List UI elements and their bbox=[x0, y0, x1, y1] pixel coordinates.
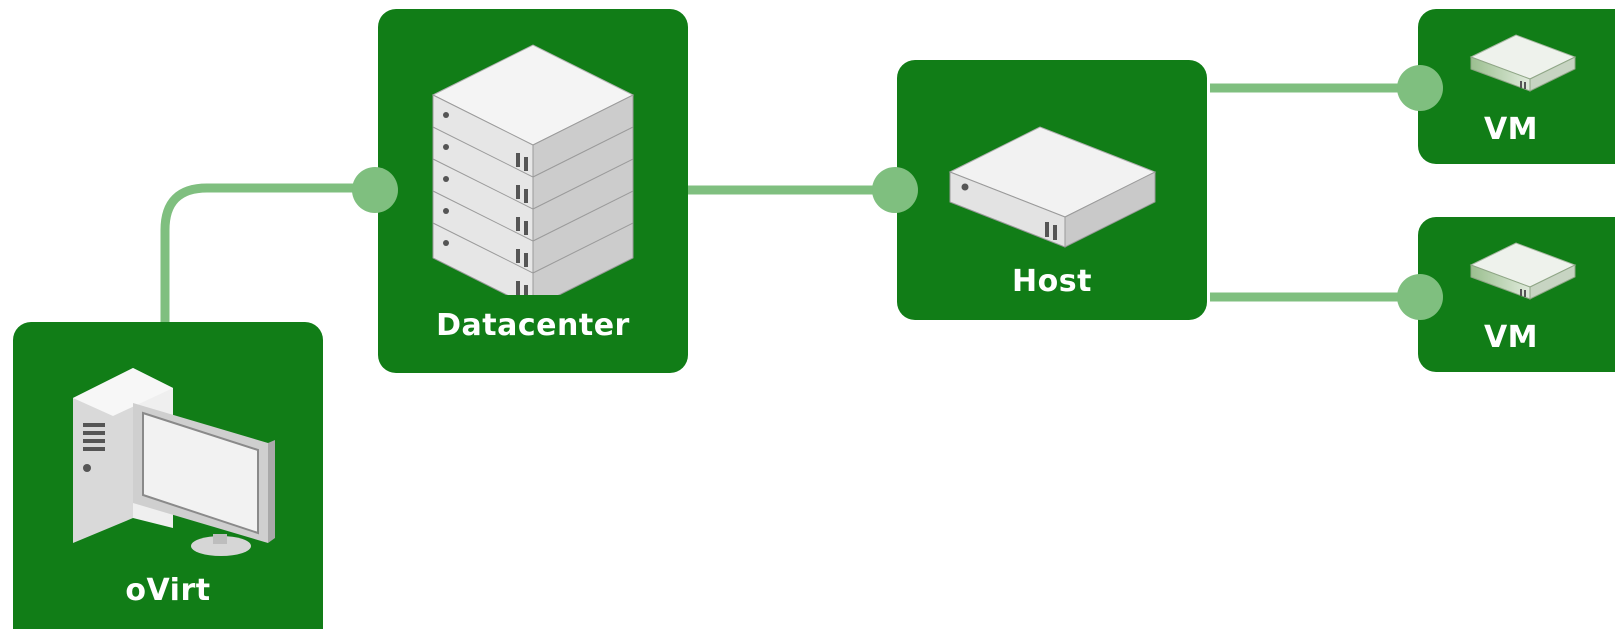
node-label: Host bbox=[1012, 264, 1092, 299]
node-label: VM bbox=[1483, 112, 1539, 147]
desktop-computer-icon bbox=[73, 368, 275, 556]
connector-dot bbox=[352, 167, 398, 213]
node-label: oVirt bbox=[125, 573, 211, 608]
connector-ovirt-datacenter bbox=[160, 183, 375, 325]
connector-dot bbox=[872, 167, 918, 213]
server-unit-icon bbox=[948, 126, 1157, 248]
node-label: Datacenter bbox=[436, 308, 630, 343]
server-rack-icon bbox=[431, 44, 635, 295]
node-datacenter[interactable]: Datacenter bbox=[378, 9, 688, 373]
connector-dot bbox=[1397, 274, 1443, 320]
node-vm-top[interactable]: VM bbox=[1418, 9, 1615, 164]
node-ovirt[interactable]: oVirt bbox=[13, 322, 323, 629]
connector-dot bbox=[1397, 65, 1443, 111]
vm-unit-icon bbox=[1469, 242, 1577, 300]
node-label: VM bbox=[1483, 320, 1539, 355]
node-vm-bottom[interactable]: VM bbox=[1418, 217, 1615, 372]
vm-unit-icon bbox=[1469, 34, 1577, 92]
node-host[interactable]: Host bbox=[897, 60, 1207, 320]
